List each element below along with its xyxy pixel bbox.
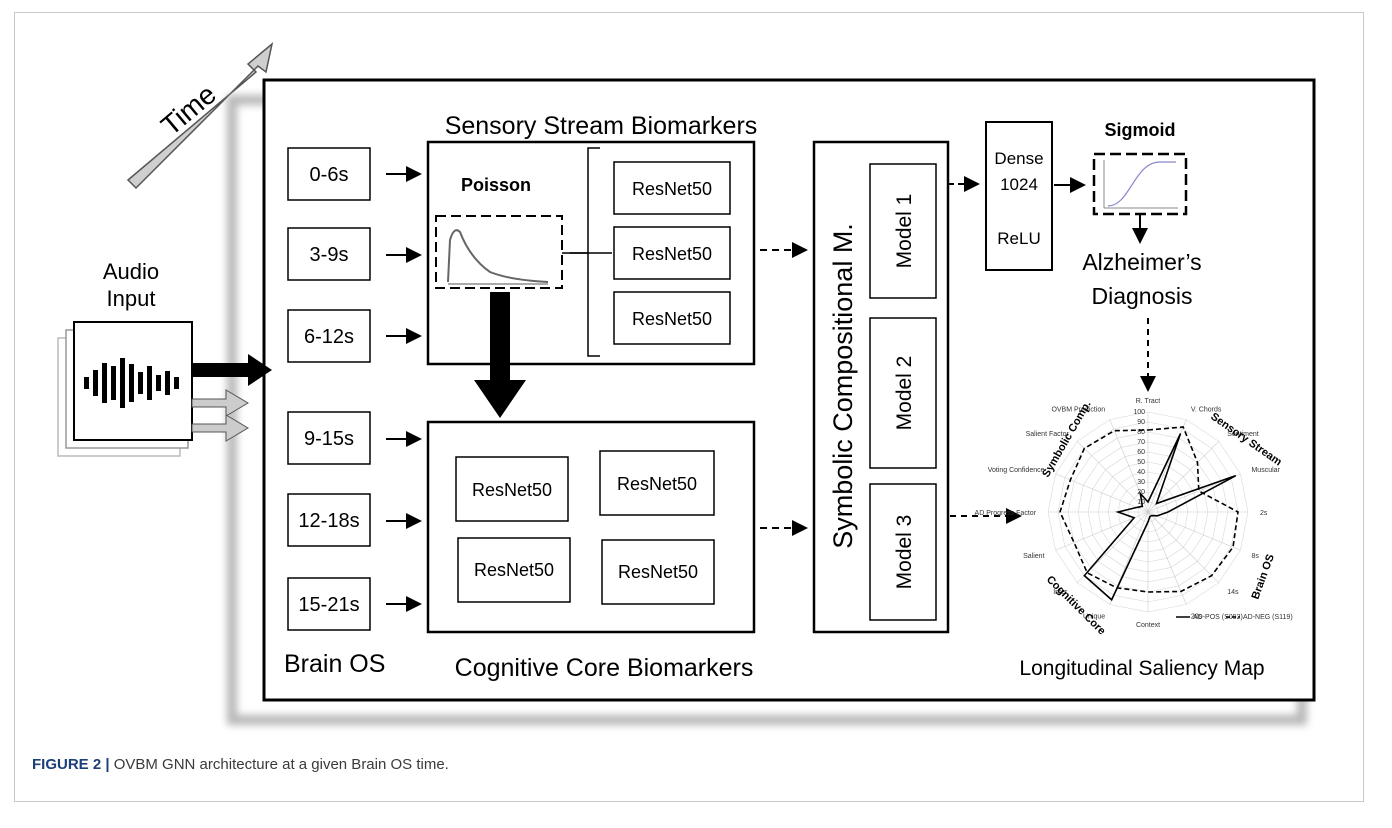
audio-arrow-2 — [191, 389, 249, 417]
radar-axis-label: Sentiment — [1227, 431, 1259, 438]
cognitive-resnet-box — [455, 456, 569, 522]
audio-main-arrow — [192, 354, 272, 386]
caption-label: FIGURE 2 | — [32, 756, 110, 773]
poisson-label: Poisson — [461, 175, 531, 195]
sigmoid-label: Sigmoid — [1105, 120, 1176, 140]
time-arrow: Time — [126, 42, 274, 190]
time-window-label: 12-18s — [298, 510, 359, 532]
time-window-label: 15-21s — [298, 594, 359, 616]
sensory-to-cognitive-arrow — [474, 292, 526, 418]
model-label: Model 2 — [893, 356, 916, 431]
sensory-resnet-box — [613, 226, 731, 280]
radar-spoke — [1147, 441, 1219, 513]
dense-line3: ReLU — [997, 229, 1040, 248]
radar-axis-label: R. Tract — [1136, 398, 1161, 405]
radar-spoke — [1147, 511, 1241, 551]
cognitive-resnet-label: ResNet50 — [474, 560, 554, 580]
sensory-resnet-box — [613, 161, 731, 215]
sensory-resnet-label: ResNet50 — [632, 244, 712, 264]
radar-scale-tick: 20 — [1137, 489, 1145, 496]
radar-scale-tick: 100 — [1133, 409, 1145, 416]
radar-legend-label: AD-POS (S092) — [1193, 614, 1243, 621]
radar-legend-label: AD-NEG (S119) — [1243, 614, 1293, 621]
model-box — [869, 483, 937, 621]
time-window-label: 0-6s — [310, 164, 349, 186]
model-label: Model 3 — [893, 515, 916, 590]
time-window-box — [287, 309, 371, 363]
symbolic-title: Symbolic Compositional M. — [828, 223, 858, 549]
poisson-curve — [447, 229, 549, 283]
radar-spoke — [1147, 511, 1187, 605]
cognitive-title: Cognitive Core Biomarkers — [455, 654, 754, 682]
radar-scale-tick: 80 — [1137, 429, 1145, 436]
radar-axis-label: Context — [1136, 622, 1160, 629]
radar-axis-label: 14s — [1227, 589, 1239, 596]
dense-line2: 1024 — [1000, 175, 1038, 194]
radar-axis-label: V. Chords — [1191, 407, 1222, 414]
time-window-label: 3-9s — [310, 244, 349, 266]
radar-series-ad-pos — [1083, 433, 1237, 602]
sigmoid-curve — [1107, 161, 1176, 207]
time-window-box — [287, 577, 371, 631]
radar-axis-label: 2s — [1260, 510, 1268, 517]
time-window-box — [287, 147, 371, 201]
radar-spoke — [1147, 511, 1219, 583]
radar-series-ad-neg — [1059, 426, 1239, 593]
radar-axis-label: OVBM Prediction — [1051, 407, 1105, 414]
dense-line1: Dense — [994, 149, 1043, 168]
audio-arrow-3 — [191, 414, 249, 442]
radar-axis-label: Infer. — [1053, 589, 1069, 596]
dense-box — [985, 121, 1053, 271]
poisson-plot — [435, 215, 563, 289]
time-window-box — [287, 411, 371, 465]
sigmoid-plot — [1092, 152, 1188, 216]
sensory-title: Sensory Stream Biomarkers — [445, 112, 758, 140]
cognitive-resnet-box — [457, 537, 571, 603]
model-box — [869, 163, 937, 299]
model-box — [869, 317, 937, 469]
cognitive-resnet-box — [599, 450, 715, 516]
radar-axis-label: Salient Factor — [1026, 431, 1070, 438]
model-label: Model 1 — [893, 194, 916, 269]
radar-scale-tick: 70 — [1137, 439, 1145, 446]
time-windows: 0-6s 3-9s 6-12s 9-15s 12-18s 15-21s — [287, 147, 422, 631]
audio-input-line1: Audio — [103, 259, 159, 284]
radar-scale-tick: 50 — [1137, 459, 1145, 466]
radar-scale-tick: 30 — [1137, 479, 1145, 486]
sensory-resnet-box — [613, 291, 731, 345]
radar-spoke — [1077, 441, 1149, 513]
sensory-resnet-label: ResNet50 — [632, 309, 712, 329]
sensory-resnet-label: ResNet50 — [632, 179, 712, 199]
time-window-box — [287, 227, 371, 281]
radar-axis-label: 8s — [1251, 553, 1259, 560]
brain-os-label: Brain OS — [284, 650, 385, 678]
diagnosis-line2: Diagnosis — [1092, 283, 1193, 309]
saliency-title: Longitudinal Saliency Map — [1019, 657, 1264, 680]
caption-text: OVBM GNN architecture at a given Brain O… — [113, 756, 449, 773]
radar-axis-label: 20s — [1191, 613, 1203, 620]
time-window-label: 9-15s — [304, 428, 354, 450]
waveform-bars — [84, 358, 179, 408]
radar-axis-label: AD Progress Factor — [975, 510, 1037, 517]
figure-frame — [14, 12, 1364, 802]
audio-input-line2: Input — [107, 286, 156, 311]
figure-caption: FIGURE 2 | OVBM GNN architecture at a gi… — [32, 756, 449, 773]
radar-axis-label: Muscular — [1251, 467, 1280, 474]
time-window-box — [287, 493, 371, 547]
radar-scale-tick: 40 — [1137, 469, 1145, 476]
diagnosis-line1: Alzheimer’s — [1082, 249, 1201, 275]
cognitive-resnet-label: ResNet50 — [617, 474, 697, 494]
radar-axis-label: Unique — [1083, 613, 1105, 620]
radar-scale-tick: 90 — [1137, 419, 1145, 426]
cognitive-resnet-label: ResNet50 — [472, 480, 552, 500]
cognitive-resnet-label: ResNet50 — [618, 562, 698, 582]
radar-axis-label: Salient — [1023, 553, 1044, 560]
time-window-label: 6-12s — [304, 326, 354, 348]
radar-scale-tick: 60 — [1137, 449, 1145, 456]
cognitive-resnet-box — [601, 539, 715, 605]
radar-axis-label: Voting Confidence — [988, 467, 1045, 474]
audio-input: Audio Input — [57, 259, 193, 457]
